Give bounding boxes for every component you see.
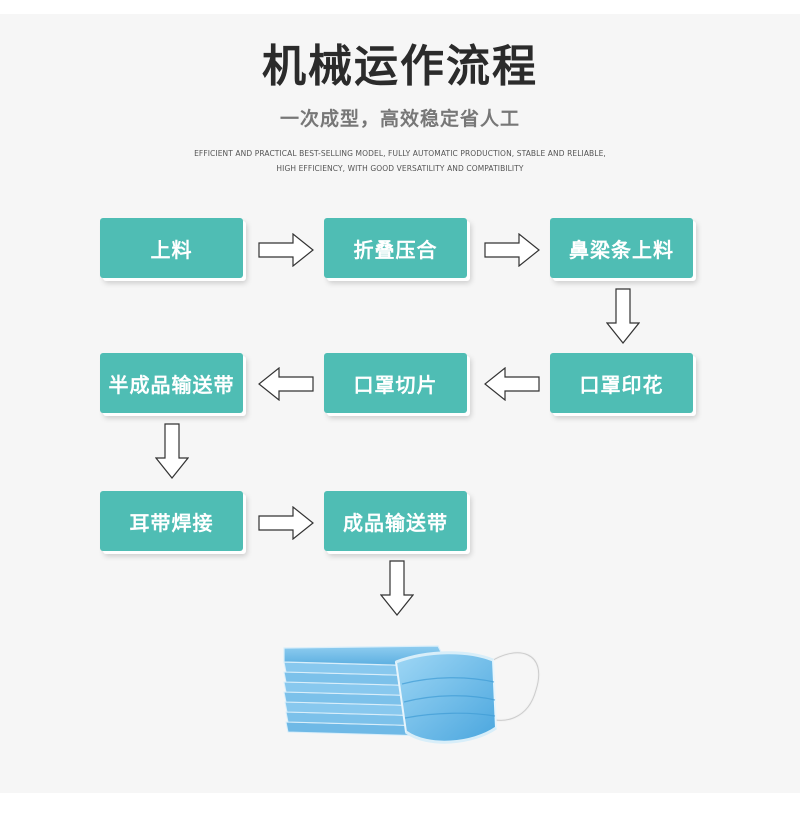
arrow-left-icon <box>484 367 540 401</box>
step-finished-conveyor: 成品输送带 <box>324 491 467 551</box>
step-mask-cutting: 口罩切片 <box>324 353 467 413</box>
step-folding-pressing: 折叠压合 <box>324 218 467 278</box>
arrow-down-icon <box>380 560 414 616</box>
step-ear-loop-welding: 耳带焊接 <box>100 491 243 551</box>
step-feeding: 上料 <box>100 218 243 278</box>
step-mask-printing: 口罩印花 <box>550 353 693 413</box>
description-line-2: HIGH EFFICIENCY, WITH GOOD VERSATILITY A… <box>276 164 524 173</box>
arrow-right-icon <box>258 233 314 267</box>
arrow-left-icon <box>258 367 314 401</box>
mask-stack-image <box>278 632 548 766</box>
step-nose-wire-feeding: 鼻梁条上料 <box>550 218 693 278</box>
page-title: 机械运作流程 <box>262 41 538 92</box>
arrow-down-icon <box>155 423 189 479</box>
arrow-down-icon <box>606 288 640 344</box>
page-subtitle: 一次成型，高效稳定省人工 <box>279 108 520 130</box>
description-line-1: EFFICIENT AND PRACTICAL BEST-SELLING MOD… <box>194 149 606 158</box>
arrow-right-icon <box>258 506 314 540</box>
step-semi-finished-conveyor: 半成品输送带 <box>100 353 243 413</box>
arrow-right-icon <box>484 233 540 267</box>
